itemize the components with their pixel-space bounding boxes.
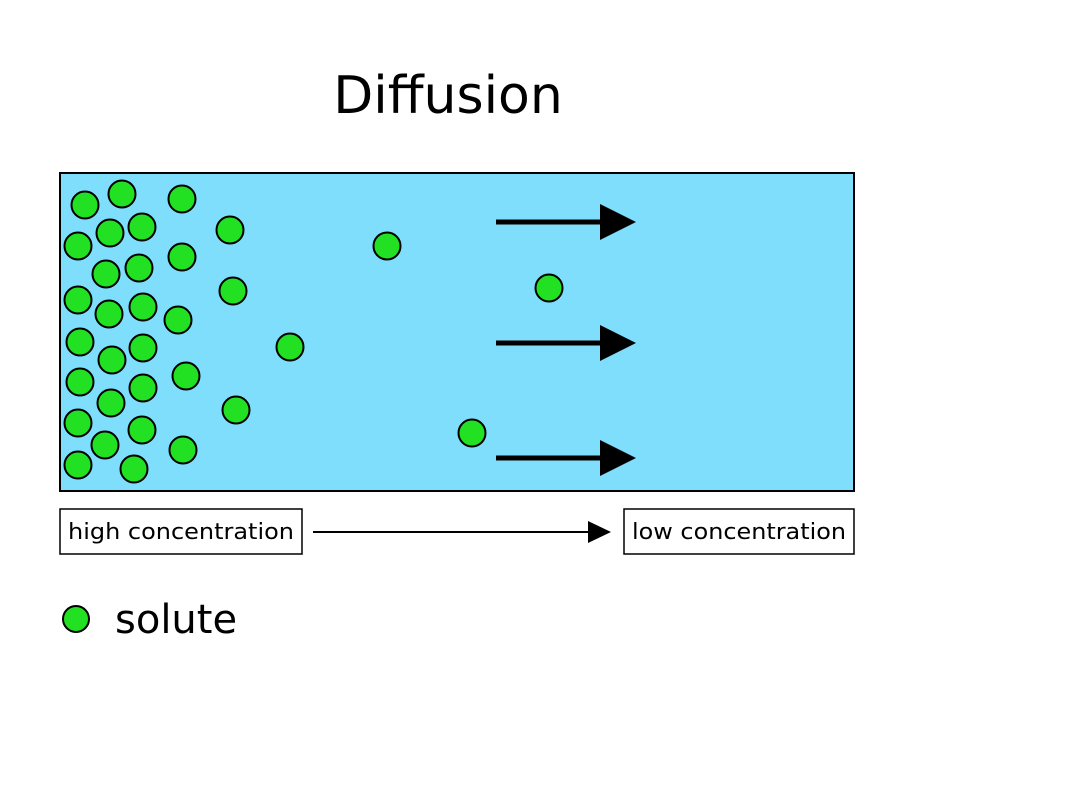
solute-particle (534, 273, 564, 303)
solute-particle (91, 259, 121, 289)
legend-label: solute (115, 597, 237, 643)
solute-particle (275, 332, 305, 362)
solute-particle (124, 253, 154, 283)
diffusion-arrows (496, 204, 636, 476)
solute-particle (90, 430, 120, 460)
low-concentration-label: low concentration (632, 520, 846, 545)
solute-particles (63, 179, 564, 484)
solute-particle (221, 395, 251, 425)
low-concentration-box (623, 508, 855, 555)
solute-particle (128, 333, 158, 363)
solute-particle (97, 345, 127, 375)
high-concentration-label: high concentration (68, 520, 294, 545)
solute-particle (167, 184, 197, 214)
solute-particle (63, 285, 93, 315)
solute-particle (218, 276, 248, 306)
solute-particle (171, 361, 201, 391)
solute-particle (168, 435, 198, 465)
solute-particle (63, 231, 93, 261)
gradient-arrowhead (588, 521, 611, 543)
page-title: Diffusion (333, 66, 563, 126)
solute-particle (127, 212, 157, 242)
high-concentration-box (59, 508, 303, 555)
solute-particle (107, 179, 137, 209)
solute-particle (63, 408, 93, 438)
solute-particle (372, 231, 402, 261)
diffusion-arrowhead-top (600, 204, 636, 240)
solute-particle (119, 454, 149, 484)
diffusion-arrowhead-middle (600, 325, 636, 361)
solute-particle (163, 305, 193, 335)
solute-particle (215, 215, 245, 245)
diffusion-container (59, 172, 855, 492)
green-circle-icon (62, 605, 90, 633)
solute-particle (128, 373, 158, 403)
solute-particle (65, 327, 95, 357)
solute-particle (127, 415, 157, 445)
solute-particle (63, 450, 93, 480)
solute-particle (70, 190, 100, 220)
solute-particle (65, 367, 95, 397)
diffusion-arrowhead-bottom (600, 440, 636, 476)
solute-particle (95, 218, 125, 248)
solute-particle (94, 299, 124, 329)
solute-particle (457, 418, 487, 448)
solute-particle (167, 242, 197, 272)
solute-particle (96, 388, 126, 418)
solute-particle (128, 292, 158, 322)
